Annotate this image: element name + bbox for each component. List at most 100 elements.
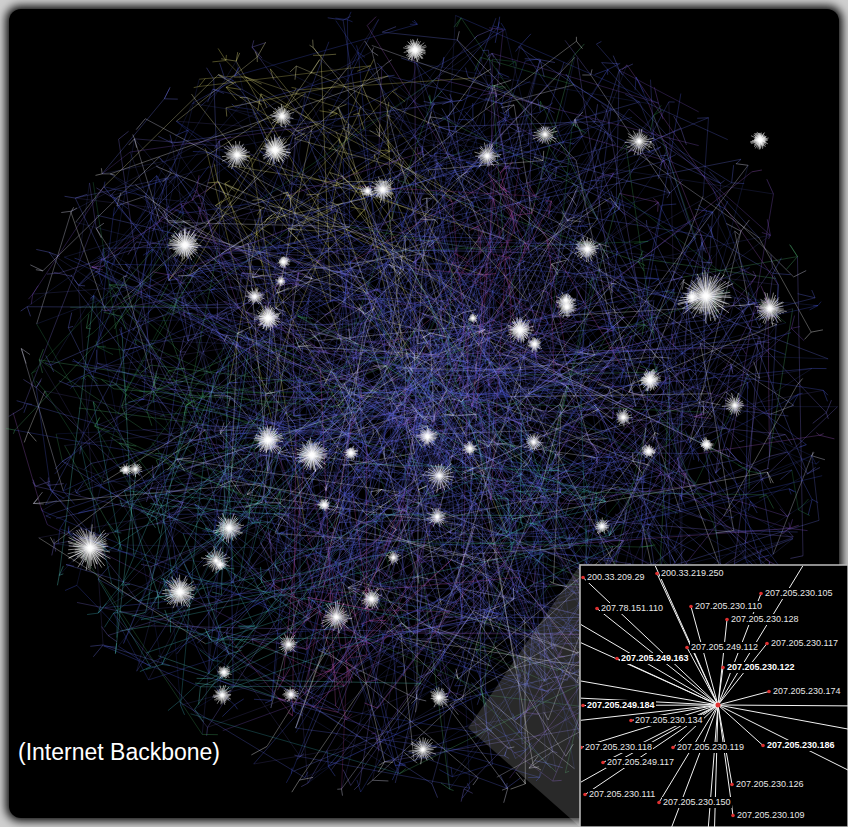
caption-label: (Internet Backbone) — [14, 738, 224, 766]
ip-address-label: 207.205.230.122 — [726, 662, 796, 673]
ip-address-label: 207.205.230.105 — [764, 588, 834, 599]
network-links — [81, 18, 774, 773]
hub-star — [201, 546, 230, 573]
zoom-link — [718, 566, 832, 705]
hub-star — [275, 275, 285, 286]
hub-star — [426, 508, 446, 527]
hub-star — [217, 666, 231, 679]
network-links — [296, 182, 550, 687]
network-links — [244, 56, 791, 751]
hub-star — [430, 687, 449, 708]
router-dot — [689, 605, 693, 609]
hub-star — [370, 177, 395, 203]
ip-address-label: 207.205.230.117 — [770, 638, 839, 649]
network-links — [277, 162, 535, 720]
hub-star — [416, 427, 438, 447]
network-links — [194, 48, 405, 221]
ip-address-label: 207.205.230.110 — [694, 601, 763, 612]
network-links — [102, 152, 553, 781]
hub-star — [595, 518, 610, 535]
hub-star — [360, 185, 373, 196]
background — [9, 9, 839, 818]
zoom-link — [691, 607, 718, 706]
hub-star — [277, 256, 290, 268]
router-dot — [615, 657, 619, 661]
ip-address-label: 207.205.249.184 — [586, 700, 656, 711]
router-dot — [671, 746, 675, 750]
router-dot — [581, 746, 583, 750]
hub-star — [423, 463, 454, 492]
hub-star — [282, 687, 298, 702]
router-dot — [583, 793, 587, 797]
hub-star — [677, 270, 733, 323]
hub-star — [295, 438, 327, 472]
hub-star — [128, 463, 142, 477]
ip-address-label: 207.205.230.186 — [766, 740, 836, 751]
zoom-link — [597, 609, 718, 706]
zoom-wedge — [468, 565, 580, 827]
ip-address-label: 207.205.249.163 — [620, 653, 690, 664]
zoom-network — [581, 566, 848, 827]
router-dot — [581, 704, 585, 708]
hub-star — [403, 39, 426, 62]
router-dot — [721, 666, 725, 670]
ip-address-label: 207.78.151.110 — [600, 603, 664, 614]
hub-star — [700, 437, 714, 451]
ip-address-label: 207.205.230.126 — [735, 779, 805, 790]
zoom-link — [718, 705, 848, 803]
network-links — [200, 686, 344, 688]
ip-address-label: 207.205.230.119 — [676, 742, 745, 753]
ip-address-label: 207.205.230.109 — [736, 810, 806, 821]
hub-star — [409, 737, 437, 764]
hub-star — [261, 135, 291, 165]
hub-star — [684, 290, 699, 305]
hub-star — [642, 444, 655, 457]
zoom-link — [718, 668, 723, 706]
ip-address-label: 207.205.230.128 — [730, 614, 800, 625]
hub-star — [362, 588, 382, 610]
hub-star — [321, 601, 352, 634]
router-dot — [767, 690, 771, 694]
hub-star — [254, 425, 284, 453]
hub-star — [524, 433, 543, 450]
ip-address-label: 207.205.230.118 — [584, 742, 653, 753]
router-dot — [730, 783, 734, 787]
hub-star — [386, 551, 401, 565]
ip-address-label: 200.33.209.29 — [586, 572, 646, 583]
router-dot — [601, 761, 605, 765]
hub-star — [528, 337, 542, 352]
ip-address-label: 207.205.249.117 — [606, 757, 675, 768]
ip-address-label: 200.33.219.250 — [660, 568, 725, 579]
hub-star — [474, 143, 501, 168]
router-dot — [731, 814, 735, 818]
hub-star — [722, 393, 744, 417]
hub-star — [639, 369, 662, 391]
hub-star — [213, 513, 244, 543]
hub-star — [468, 314, 478, 323]
hub-star — [625, 129, 654, 155]
network-links — [192, 40, 387, 231]
router-dot — [725, 618, 729, 622]
hub-star — [317, 499, 329, 511]
network-links — [278, 179, 551, 708]
network-links — [97, 464, 597, 672]
hub-star — [750, 132, 768, 150]
hub-star — [533, 127, 558, 145]
router-dot — [595, 607, 599, 611]
zoom-link — [718, 705, 848, 707]
hub-star — [68, 524, 111, 570]
hub-star — [254, 305, 281, 330]
hub-star — [279, 634, 298, 656]
zoom-link — [628, 566, 718, 705]
zoom-link — [718, 705, 763, 746]
network-links — [9, 29, 832, 802]
ip-address-label: 207.205.230.174 — [772, 686, 842, 697]
zoom-link — [718, 692, 769, 706]
zoom-link — [712, 705, 718, 827]
router-dot — [657, 801, 661, 805]
router-dot — [581, 576, 585, 580]
hub-star — [462, 441, 476, 455]
